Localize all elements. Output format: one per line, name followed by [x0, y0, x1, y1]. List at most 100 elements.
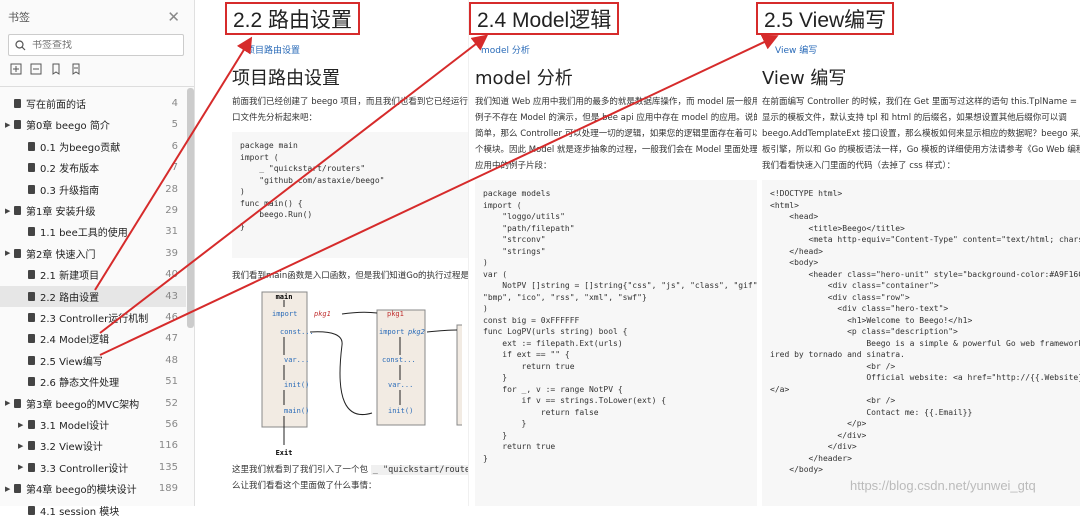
bookmark-search-input[interactable]	[32, 39, 162, 51]
bookmark-search[interactable]	[8, 34, 184, 56]
diagram-const-2: const...	[382, 356, 416, 364]
bookmark-icon	[28, 334, 35, 344]
sidebar-item-page: 39	[165, 247, 178, 259]
paragraph-line: 口文件先分析起来吧：	[232, 113, 318, 123]
text-line: "strings"	[483, 246, 546, 256]
text-line: return false	[483, 407, 599, 417]
text-line: "path/filepath"	[483, 223, 575, 233]
sidebar-item-label: 3.2 View设计	[40, 442, 103, 454]
breadcrumb[interactable]: View 编写	[775, 46, 818, 56]
sidebar-item-label: 2.1 新建项目	[40, 271, 100, 283]
text-line: beego.Run()	[240, 210, 313, 219]
expand-arrow-icon[interactable]: ▶	[18, 441, 24, 450]
diagram-arrow	[309, 331, 373, 415]
text-line: </head>	[770, 246, 823, 256]
expand-arrow-icon[interactable]: ▶	[5, 120, 11, 129]
expand-arrow-icon[interactable]: ▶	[5, 206, 11, 215]
text-line: if ext == "" {	[483, 350, 570, 359]
sidebar-item-label: 第0章 beego 简介	[26, 121, 110, 133]
text-line: <br />	[770, 396, 896, 405]
sidebar-item-label: 0.3 升级指南	[40, 185, 100, 197]
text-line: "loggo/utils"	[483, 212, 565, 221]
expand-arrow-icon[interactable]: ▶	[5, 399, 11, 408]
collapse-all-icon[interactable]	[30, 63, 42, 75]
text-line: </body>	[770, 465, 823, 474]
bookmark-icon	[14, 99, 21, 108]
expand-arrow-icon[interactable]: ▶	[5, 249, 11, 258]
inline-code: _ "quickstart/routers	[370, 465, 468, 475]
breadcrumb[interactable]: model 分析	[481, 46, 530, 56]
sidebar-item[interactable]: ▶ 第2章 快速入门 39	[0, 243, 186, 264]
sidebar-item-page: 47	[165, 333, 178, 345]
sidebar-item[interactable]: ▶ 第4章 beego的模块设计 189	[0, 478, 186, 499]
text-line: ired by tornado and sinatra.	[770, 350, 905, 359]
paragraph: 我们知道 Web 应用中我们用的最多的就是数据库操作，而 model 层一般用来…	[475, 94, 758, 174]
text-line: var (	[483, 269, 508, 279]
text-line: "github.com/astaxie/beego"	[240, 175, 385, 185]
sidebar-item-label: 第4章 beego的模块设计	[26, 485, 137, 497]
page-title: model 分析	[475, 68, 573, 89]
paragraph: 我们看到main函数是入口函数，但是我们知道Go的执行过程是如下	[232, 271, 468, 281]
watermark: https://blog.csdn.net/yunwei_gtq	[850, 478, 1036, 493]
sidebar-header: 书签 ✕	[0, 0, 194, 34]
expand-arrow-icon[interactable]: ▶	[18, 463, 24, 472]
text-line: _ "quickstart/routers"	[240, 164, 366, 173]
sidebar-item-page: 48	[165, 354, 178, 366]
add-bookmark-icon[interactable]	[50, 63, 62, 75]
diagram-mainfn: main()	[284, 407, 309, 415]
sidebar-item-label: 2.6 静态文件处理	[40, 378, 120, 390]
bookmark-icon	[28, 270, 35, 280]
diagram-arrow	[426, 329, 458, 333]
page-model-logic: model 分析 model 分析 我们知道 Web 应用中我们用的最多的就是数…	[468, 0, 758, 506]
text-line: <p class="description">	[770, 327, 958, 336]
sidebar-item-page: 189	[158, 483, 178, 495]
text-line: 在前面编写 Controller 的时候，我们在 Get 里面写过这样的语句 t…	[762, 97, 1080, 107]
text-line: import (	[240, 152, 279, 162]
bookmark-icon	[14, 398, 21, 408]
expand-arrow-icon[interactable]: ▶	[18, 420, 24, 429]
breadcrumb[interactable]: 项目路由设置	[246, 46, 301, 56]
bookmark-icon	[28, 227, 35, 237]
delete-bookmark-icon[interactable]	[70, 63, 82, 75]
expand-arrow-icon[interactable]: ▶	[5, 484, 11, 493]
sidebar-item-label: 第2章 快速入门	[26, 249, 96, 261]
expand-all-icon[interactable]	[10, 63, 22, 75]
text-line: for _, v := range NotPV {	[483, 384, 623, 394]
bookmark-icon	[14, 206, 21, 215]
text-line: <header class="hero-unit" style="backgro…	[770, 269, 1080, 279]
bookmark-icon	[28, 141, 35, 151]
sidebar-item-label: 2.3 Controller运行机制	[40, 314, 149, 325]
text-line: 应用中的例子片段：	[475, 161, 552, 171]
diagram-exit: Exit	[276, 449, 293, 457]
diagram-init-2: init()	[388, 407, 413, 415]
package-init-diagram: main import pkg1 const... var... init() …	[261, 291, 462, 457]
text-line: 简单，那么 Controller 可以处理一切的逻辑，如果您的逻辑里面存在着可以…	[475, 129, 758, 139]
sidebar-item-page: 56	[165, 419, 178, 430]
text-line: <h1>Welcome to Beego!</h1>	[770, 315, 973, 325]
sidebar-item-page: 7	[171, 162, 178, 174]
sidebar-scrollbar[interactable]	[187, 88, 194, 328]
annotation-view: 2.5 View编写	[756, 2, 895, 35]
text-line: </header>	[770, 453, 852, 463]
bookmark-icon	[28, 184, 35, 194]
text-line: NotPV []string = []string{"css", "js", "…	[483, 281, 758, 290]
close-icon[interactable]: ✕	[167, 8, 180, 26]
bookmark-icon	[28, 313, 35, 322]
